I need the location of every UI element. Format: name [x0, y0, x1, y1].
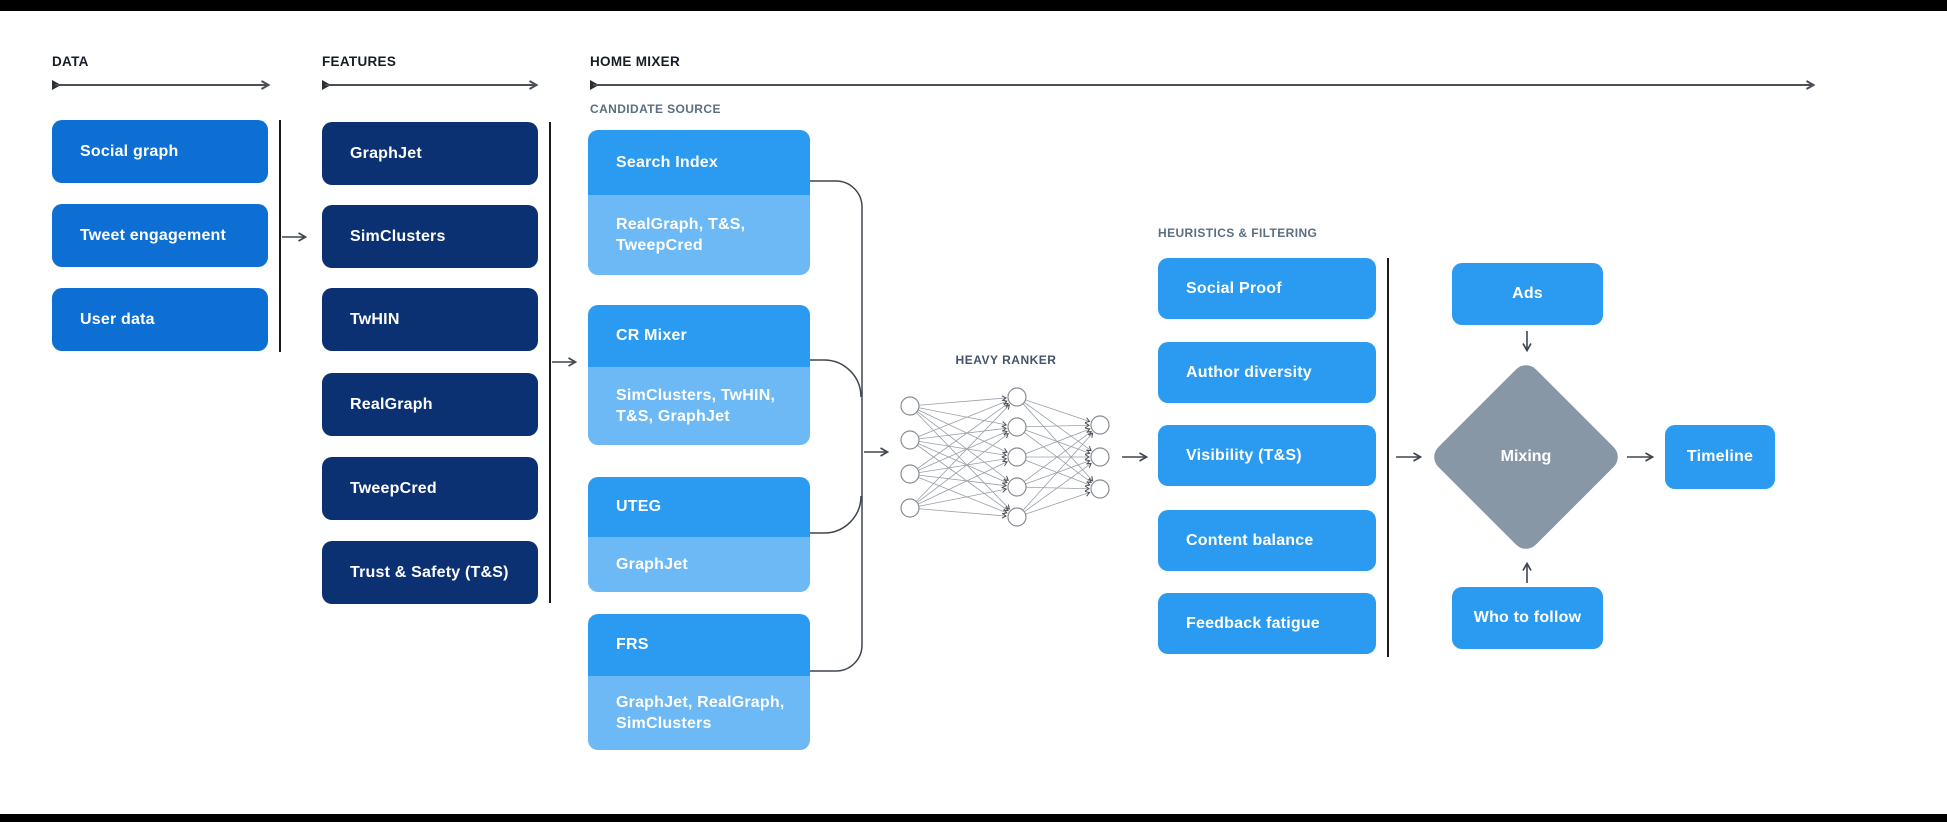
mixing-diamond-label: Mixing: [1500, 448, 1552, 465]
heuristic-box-content-balance: Content balance: [1158, 510, 1376, 571]
data-section-arrow: [52, 80, 271, 90]
feature-box-graphjet: GraphJet: [322, 122, 538, 185]
features-section-arrow: [322, 80, 539, 90]
candidate-name: UTEG: [588, 477, 810, 537]
section-header-home-mixer: HOME MIXER: [590, 54, 681, 69]
home-mixer-section-arrow: [590, 80, 1816, 90]
feature-box-twhin: TwHIN: [322, 288, 538, 351]
timeline-box: Timeline: [1665, 425, 1775, 489]
heavy-ranker-network: [900, 387, 1110, 527]
ads-box: Ads: [1452, 263, 1603, 325]
candidate-feature-list: RealGraph, T&S, TweepCred: [588, 195, 810, 275]
candidate-feature-list: SimClusters, TwHIN, T&S, GraphJet: [588, 367, 810, 445]
candidate-feature-list: GraphJet: [588, 537, 810, 592]
candidate-group-uteg: UTEG GraphJet: [588, 477, 810, 592]
heuristic-box-social-proof: Social Proof: [1158, 258, 1376, 319]
heuristic-box-feedback-fatigue: Feedback fatigue: [1158, 593, 1376, 654]
feature-box-trust-safety: Trust & Safety (T&S): [322, 541, 538, 604]
top-black-bar: [0, 0, 1947, 11]
data-box-social-graph: Social graph: [52, 120, 268, 183]
feature-box-simclusters: SimClusters: [322, 205, 538, 268]
feature-box-realgraph: RealGraph: [322, 373, 538, 436]
feature-box-tweepcred: TweepCred: [322, 457, 538, 520]
data-box-user-data: User data: [52, 288, 268, 351]
heuristic-box-author-diversity: Author diversity: [1158, 342, 1376, 403]
heuristic-box-visibility: Visibility (T&S): [1158, 425, 1376, 486]
data-box-tweet-engagement: Tweet engagement: [52, 204, 268, 267]
subheader-heuristics: HEURISTICS & FILTERING: [1158, 226, 1318, 240]
candidate-name: FRS: [588, 614, 810, 676]
section-header-data: DATA: [52, 54, 89, 69]
candidate-group-search-index: Search Index RealGraph, T&S, TweepCred: [588, 130, 810, 275]
candidate-feature-list: GraphJet, RealGraph, SimClusters: [588, 676, 810, 750]
candidate-merge-connectors: [810, 180, 863, 672]
candidate-group-frs: FRS GraphJet, RealGraph, SimClusters: [588, 614, 810, 750]
candidate-name: Search Index: [588, 130, 810, 195]
who-to-follow-box: Who to follow: [1452, 587, 1603, 649]
subheader-candidate-source: CANDIDATE SOURCE: [590, 102, 721, 116]
section-header-features: FEATURES: [322, 54, 397, 69]
subheader-heavy-ranker: HEAVY RANKER: [955, 353, 1057, 367]
candidate-group-cr-mixer: CR Mixer SimClusters, TwHIN, T&S, GraphJ…: [588, 305, 810, 445]
candidate-name: CR Mixer: [588, 305, 810, 367]
bottom-black-bar: [0, 814, 1947, 822]
